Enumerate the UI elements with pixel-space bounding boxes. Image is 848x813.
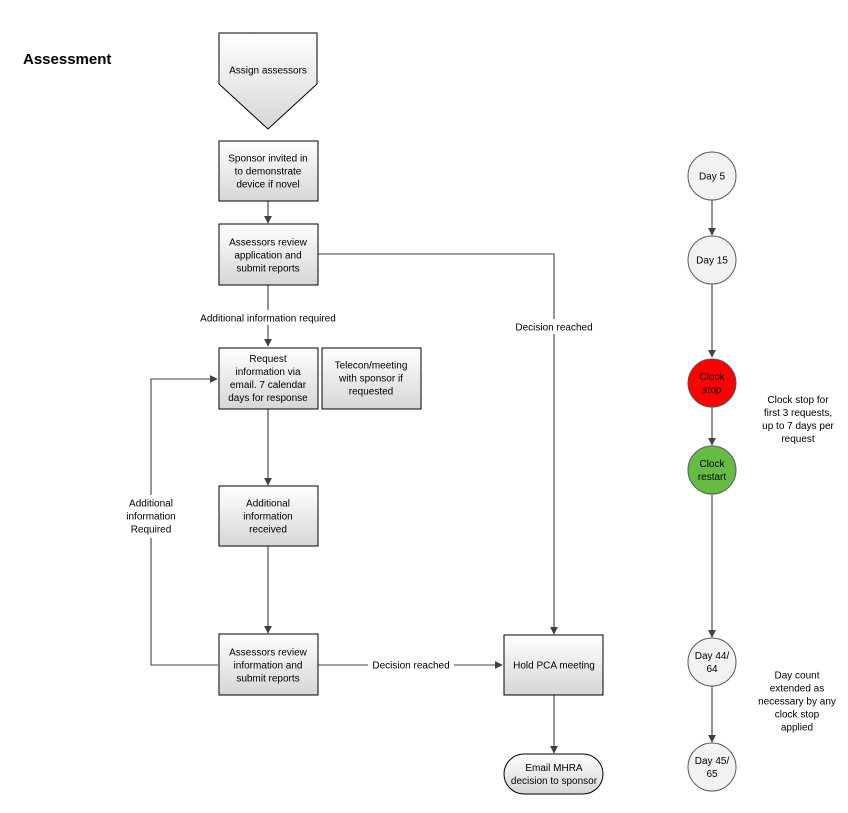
edge-label-backgrounds [120, 310, 596, 672]
text-line: email. 7 calendar [230, 380, 307, 391]
text-line: Additional information required [200, 314, 336, 325]
text-layer: Assign assessors Sponsor invited in to de… [126, 66, 836, 788]
email-mhra-label: Email MHRA decision to sponsor [511, 763, 598, 787]
telecon-meeting-box [321, 347, 422, 410]
text-line: device if novel [236, 180, 299, 191]
decision-reached-bottom-label: Decision reached [372, 661, 449, 672]
day-count-note: Day count extended as necessary by any cloc… [758, 671, 836, 734]
node-shapes [218, 32, 737, 795]
text-line: application and [234, 251, 301, 262]
text-line: information and [234, 661, 303, 672]
text-line: Day 44/ [695, 651, 730, 662]
additional-info-received-box [218, 485, 319, 547]
sponsor-invited-box [218, 140, 319, 202]
text-line: Required [131, 525, 172, 536]
text-line: Sponsor invited in [228, 154, 308, 165]
timeline-day15-circle [687, 235, 737, 285]
edge-review-to-pca [318, 253, 558, 635]
text-line: necessary by any [758, 697, 836, 708]
additional-info-received-label: Additional information received [243, 499, 292, 536]
text-line: with sponsor if [338, 374, 403, 385]
text-line: Decision reached [372, 661, 449, 672]
text-line: information [126, 512, 175, 523]
text-line: up to 7 days per [762, 421, 834, 432]
timeline-clock-restart-circle [687, 445, 737, 495]
text-line: information [243, 512, 292, 523]
decision-reached-right-label: Decision reached [515, 323, 592, 334]
request-information-label: Request information via email. 7 calendar d… [228, 354, 308, 404]
page-title: Assessment [23, 51, 112, 68]
text-line: Additional [246, 499, 290, 510]
timeline-clock-stop-label: Clock stop [699, 372, 725, 396]
text-line: Assessors review [229, 238, 308, 249]
text-line: Assessors review [229, 648, 308, 659]
assessors-review-information-label: Assessors review information and submit re… [229, 648, 308, 685]
text-line: Email MHRA [525, 763, 583, 774]
timeline-day44-circle [687, 637, 737, 687]
text-line: Clock [699, 372, 725, 383]
text-line: Clock stop for [767, 395, 829, 406]
text-line: Additional [129, 499, 173, 510]
timeline-day45-label: Day 45/65 [695, 756, 730, 780]
text-line: received [249, 525, 287, 536]
text-line: Day 15 [696, 256, 728, 267]
text-line: first 3 requests, [764, 408, 832, 419]
text-line: Day count [774, 671, 819, 682]
text-line: request [781, 434, 815, 445]
text-line: Day 45/ [695, 756, 730, 767]
timeline-day5-label: Day 5 [699, 172, 726, 183]
text-line: applied [781, 723, 813, 734]
request-information-box [218, 347, 319, 410]
text-line: requested [349, 387, 393, 398]
email-mhra-terminator [503, 753, 604, 795]
hold-pca-meeting-label: Hold PCA meeting [513, 661, 595, 672]
assessors-review-information-box [218, 633, 319, 696]
timeline-day15-label: Day 15 [696, 256, 728, 267]
text-line: Assign assessors [229, 66, 307, 77]
hold-pca-meeting-box [503, 634, 604, 696]
text-line: submit reports [236, 264, 299, 275]
text-line: stop [703, 385, 722, 396]
text-line: information via [235, 367, 300, 378]
text-line: Clock [699, 459, 725, 470]
text-line: Day 5 [699, 172, 726, 183]
text-line: 65 [706, 769, 718, 780]
timeline-clock-stop-circle [687, 358, 737, 408]
text-line: 64 [706, 664, 718, 675]
additional-info-required-label: Additional information required [200, 314, 336, 325]
timeline-day5-circle [687, 151, 737, 201]
text-line: to demonstrate [235, 167, 302, 178]
edges [150, 200, 716, 754]
assessors-review-application-box [218, 223, 319, 286]
text-line: Hold PCA meeting [513, 661, 595, 672]
clock-stop-note: Clock stop for first 3 requests, up to 7 d… [762, 395, 834, 445]
timeline-day45-circle [687, 742, 737, 792]
timeline-clock-restart-label: Clock restart [698, 459, 727, 483]
text-line: Request [249, 354, 286, 365]
text-line: decision to sponsor [511, 776, 598, 787]
text-line: submit reports [236, 674, 299, 685]
assessors-review-application-label: Assessors review application and submit re… [229, 238, 308, 275]
text-line: clock stop [775, 710, 820, 721]
timeline-day44-label: Day 44/64 [695, 651, 730, 675]
text-line: Telecon/meeting [335, 361, 408, 372]
assign-assessors-label: Assign assessors [229, 66, 307, 77]
text-line: days for response [228, 393, 308, 404]
text-line: Decision reached [515, 323, 592, 334]
start-pentagon [218, 32, 318, 130]
text-line: restart [698, 472, 727, 483]
telecon-meeting-label: Telecon/meeting with sponsor if requested [335, 361, 408, 398]
text-line: extended as [770, 684, 825, 695]
sponsor-invited-label: Sponsor invited in to demonstrate device i… [228, 154, 308, 191]
